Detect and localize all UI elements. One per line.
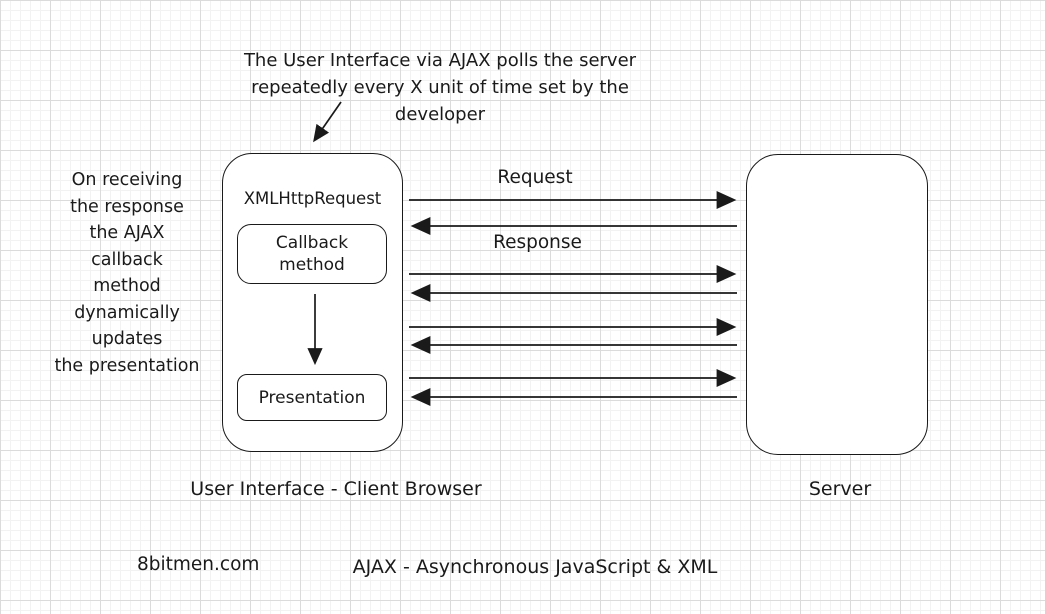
presentation-label: Presentation bbox=[258, 387, 366, 408]
watermark-text: 8bitmen.com bbox=[137, 554, 260, 575]
annotation-pointer-arrow bbox=[313, 101, 342, 143]
client-browser-box: XMLHttpRequest Callback method Presentat… bbox=[222, 153, 403, 452]
callback-method-box: Callback method bbox=[237, 224, 387, 284]
diagram-title: AJAX - Asynchronous JavaScript & XML bbox=[352, 556, 718, 578]
callback-note-text: On receiving the response the AJAX callb… bbox=[54, 170, 200, 376]
polling-annotation-text: The User Interface via AJAX polls the se… bbox=[243, 50, 637, 125]
server-box bbox=[746, 154, 928, 455]
request-label: Request bbox=[497, 167, 573, 188]
request-response-arrows bbox=[409, 191, 737, 406]
xmlhttprequest-label: XMLHttpRequest bbox=[243, 189, 382, 208]
callback-method-label: Callback method bbox=[275, 233, 349, 275]
callback-to-presentation-arrow bbox=[307, 294, 323, 366]
response-label: Response bbox=[493, 232, 582, 253]
client-caption: User Interface - Client Browser bbox=[190, 478, 482, 500]
server-caption: Server bbox=[808, 478, 872, 500]
presentation-box: Presentation bbox=[237, 374, 387, 421]
